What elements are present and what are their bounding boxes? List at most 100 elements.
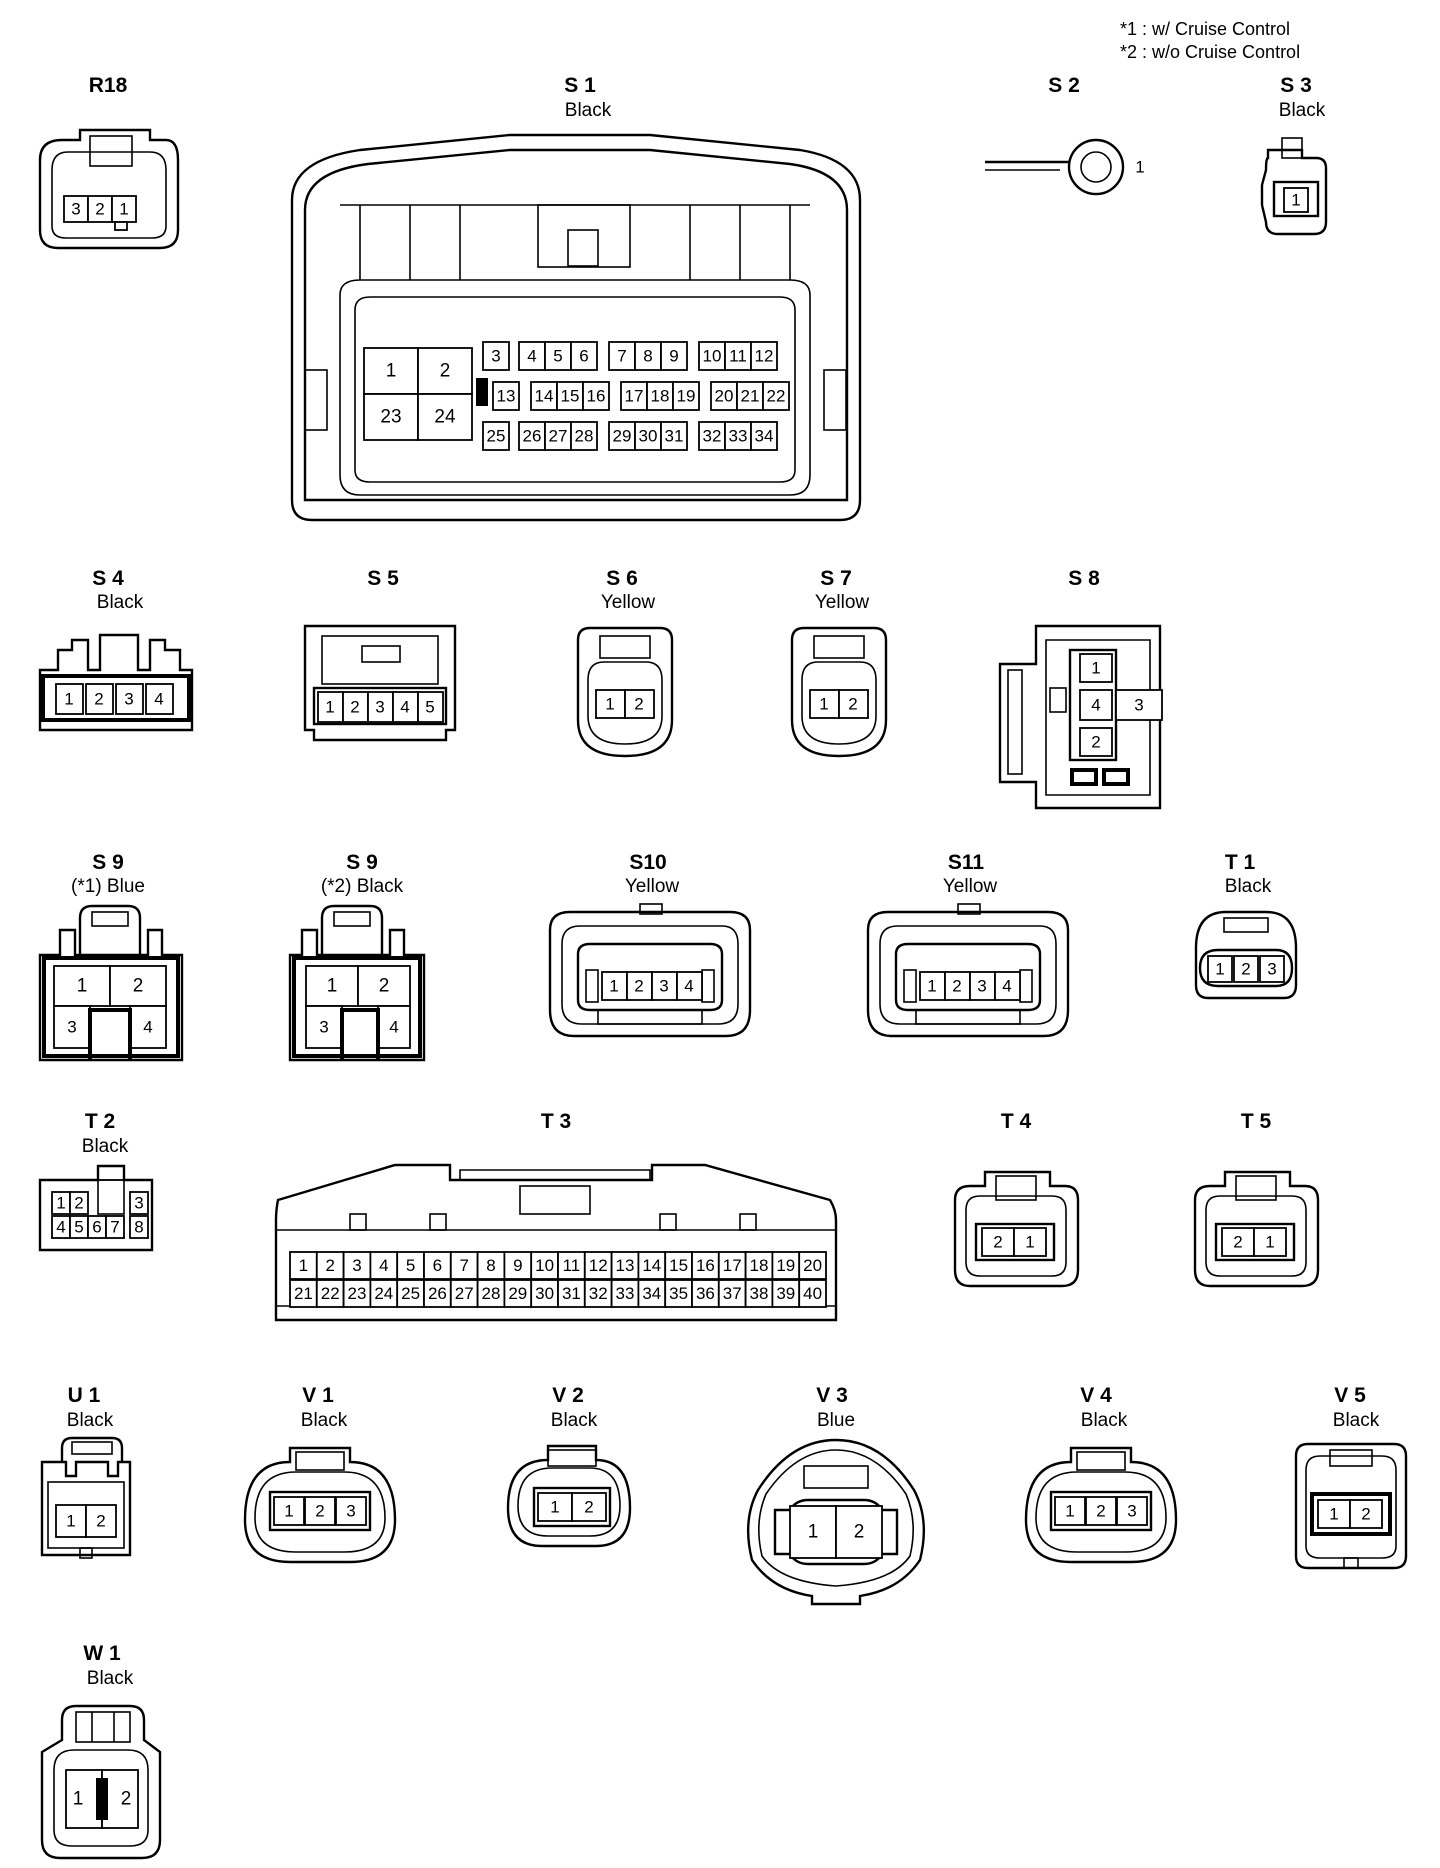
pin-label: 12: [755, 347, 774, 366]
pin-label: 25: [487, 427, 506, 446]
pin-label: 3: [71, 200, 80, 219]
connector-label: S 2: [1048, 74, 1080, 97]
pin-label: 3: [346, 1502, 355, 1521]
connector-label: T 4: [1001, 1110, 1032, 1133]
connector-label: S11: [948, 851, 985, 874]
pin-label: 34: [642, 1284, 661, 1303]
t3-pin-cell: [637, 1279, 667, 1308]
pin-label: 1: [1291, 191, 1300, 210]
pin-label: 37: [723, 1284, 742, 1303]
pin-label: 19: [677, 387, 696, 406]
connector-s2: S 2 1: [985, 74, 1145, 196]
pin-label: 2: [952, 977, 961, 996]
connector-t4: T 4 2 1: [953, 1110, 1080, 1288]
pin-label: 1: [550, 1498, 559, 1517]
connector-color: Yellow: [943, 876, 998, 897]
connector-color: (*2) Black: [321, 876, 404, 897]
pin-label: 4: [143, 1018, 152, 1037]
t3-pin-cell: [583, 1279, 613, 1308]
pin-label: 33: [729, 427, 748, 446]
connector-label: R18: [89, 74, 128, 97]
pin-label: 2: [993, 1233, 1002, 1252]
connector-label: T 2: [85, 1110, 115, 1133]
pin-label: 1: [77, 976, 88, 997]
t3-pin-cell: [798, 1251, 827, 1280]
pin-label: 2: [1091, 733, 1100, 752]
connector-s4: S 4 Black 1 2 3 4: [38, 567, 194, 732]
connector-label: V 4: [1080, 1384, 1112, 1407]
pin-label: 13: [616, 1256, 635, 1275]
pin-label: 5: [553, 347, 562, 366]
pin-label: 2: [133, 976, 144, 997]
pin-label: 6: [92, 1218, 101, 1237]
connector-color: Black: [301, 1410, 348, 1431]
pin-label: 1: [1329, 1505, 1338, 1524]
t3-pin-cell: [396, 1251, 425, 1280]
pin-label: 5: [425, 698, 434, 717]
connector-color: Yellow: [815, 592, 870, 613]
pin-label: 4: [400, 698, 409, 717]
connector-label: S 8: [1068, 567, 1100, 590]
pin-label: 24: [434, 407, 456, 428]
s1-pin-row-2: 13 14 15 16 17 18 19 20 21 22: [492, 381, 790, 411]
pin-label: 3: [67, 1018, 76, 1037]
connector-color: Black: [1081, 1410, 1128, 1431]
pin-label: 2: [96, 1512, 105, 1531]
pin-label: 21: [741, 387, 760, 406]
pin-label: 3: [1127, 1502, 1136, 1521]
pin-label: 29: [613, 427, 632, 446]
pin-label: 26: [523, 427, 542, 446]
connector-s8: S 8 1 4 3 2: [998, 567, 1163, 810]
connector-color: Black: [1333, 1410, 1380, 1431]
t3-pin-cell: [315, 1251, 345, 1280]
pin-label: 17: [723, 1256, 742, 1275]
connector-color: Black: [551, 1410, 598, 1431]
connector-s9-cruise: S 9 (*1) Blue 1 2 3 4: [38, 851, 184, 1062]
pin-label: 1: [284, 1502, 293, 1521]
pin-label: 1: [1025, 1233, 1034, 1252]
t3-pin-cell: [369, 1251, 399, 1280]
pin-label: 2: [1233, 1233, 1242, 1252]
pin-label: 18: [651, 387, 670, 406]
connector-label: S10: [629, 851, 666, 874]
pin-label: 28: [482, 1284, 501, 1303]
pin-label: 2: [854, 1522, 865, 1543]
pin-label: 6: [433, 1256, 442, 1275]
pin-label: 1: [1265, 1233, 1274, 1252]
pin-label: 4: [154, 690, 163, 709]
connector-label: V 3: [816, 1384, 848, 1407]
pin-label: 1: [327, 976, 338, 997]
pin-label: 3: [1267, 960, 1276, 979]
pin-label: 3: [352, 1256, 361, 1275]
t3-pin-cell: [610, 1251, 640, 1280]
connector-v2: V 2 Black 1 2: [506, 1384, 632, 1548]
pin-label: 2: [315, 1502, 324, 1521]
pin-label: 34: [755, 427, 774, 446]
pin-label: 14: [535, 387, 554, 406]
connector-label: S 3: [1280, 74, 1312, 97]
pin-label: 8: [486, 1256, 495, 1275]
pin-label: 3: [977, 977, 986, 996]
pin-label: 2: [325, 1256, 334, 1275]
pin-label: 3: [124, 690, 133, 709]
pin-label: 17: [625, 387, 644, 406]
t3-pin-cell: [423, 1279, 452, 1308]
pin-label: 30: [535, 1284, 554, 1303]
connector-label: S 9: [346, 851, 378, 874]
pin-label: 3: [134, 1194, 143, 1213]
pin-label: 40: [803, 1284, 822, 1303]
s1-pin-row-1: 3 4 5 6 7 8 9 10 11 12: [482, 341, 778, 371]
pin-label: 20: [715, 387, 734, 406]
connector-t5: T 5 2 1: [1193, 1110, 1320, 1288]
pin-label: 35: [669, 1284, 688, 1303]
connector-v1: V 1 Black 1 2 3: [243, 1384, 397, 1564]
connector-s7: S 7 Yellow 1 2: [790, 567, 888, 758]
connector-label: V 1: [302, 1384, 334, 1407]
pin-label: 32: [703, 427, 722, 446]
pin-label: 38: [750, 1284, 769, 1303]
connector-color: (*1) Blue: [71, 876, 145, 897]
t3-pin-cell: [798, 1279, 827, 1308]
connector-label: V 2: [552, 1384, 584, 1407]
